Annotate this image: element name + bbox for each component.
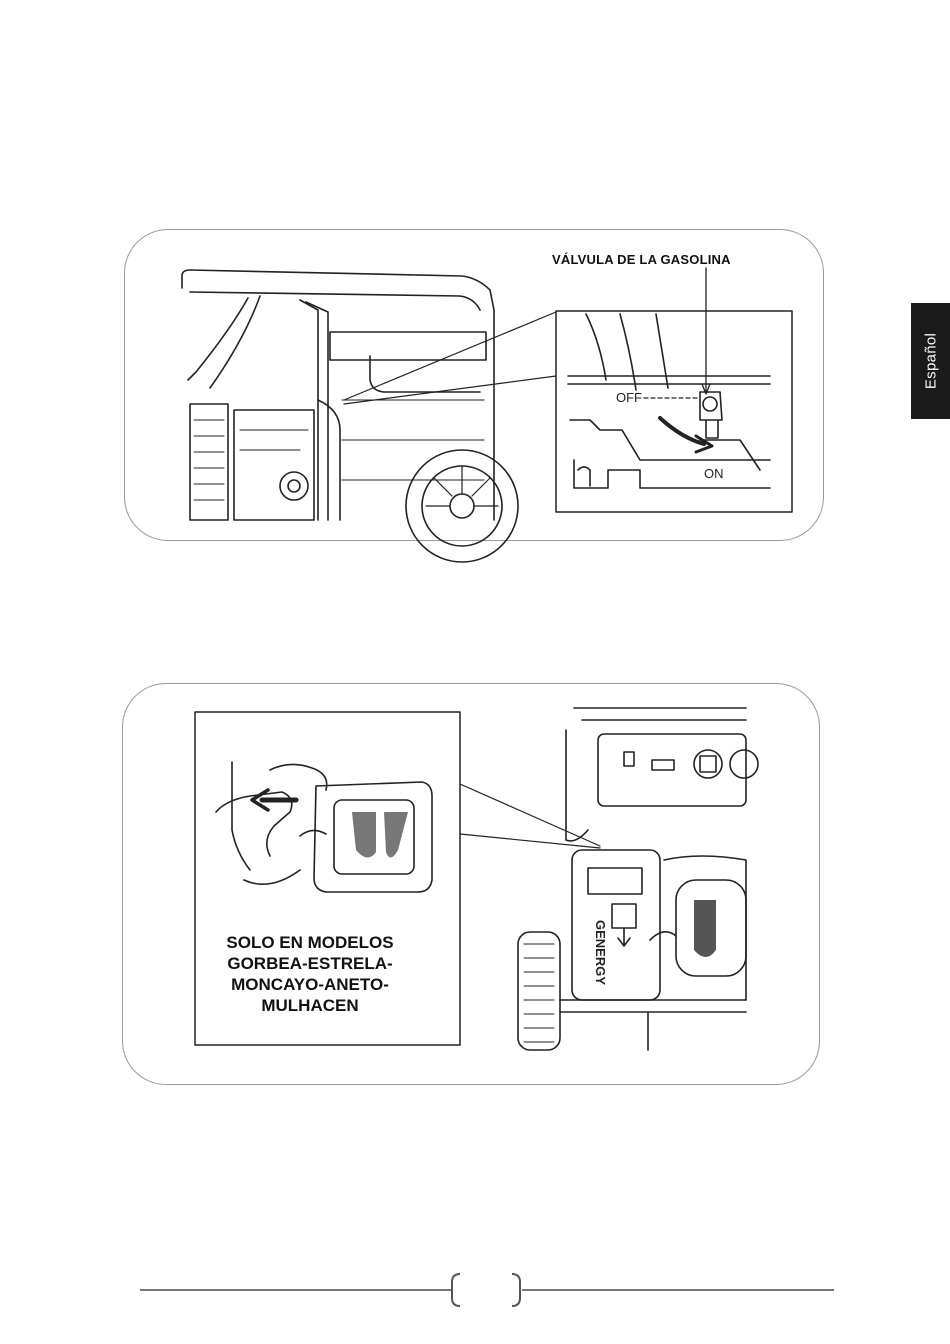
page-number-brackets <box>0 0 950 1344</box>
